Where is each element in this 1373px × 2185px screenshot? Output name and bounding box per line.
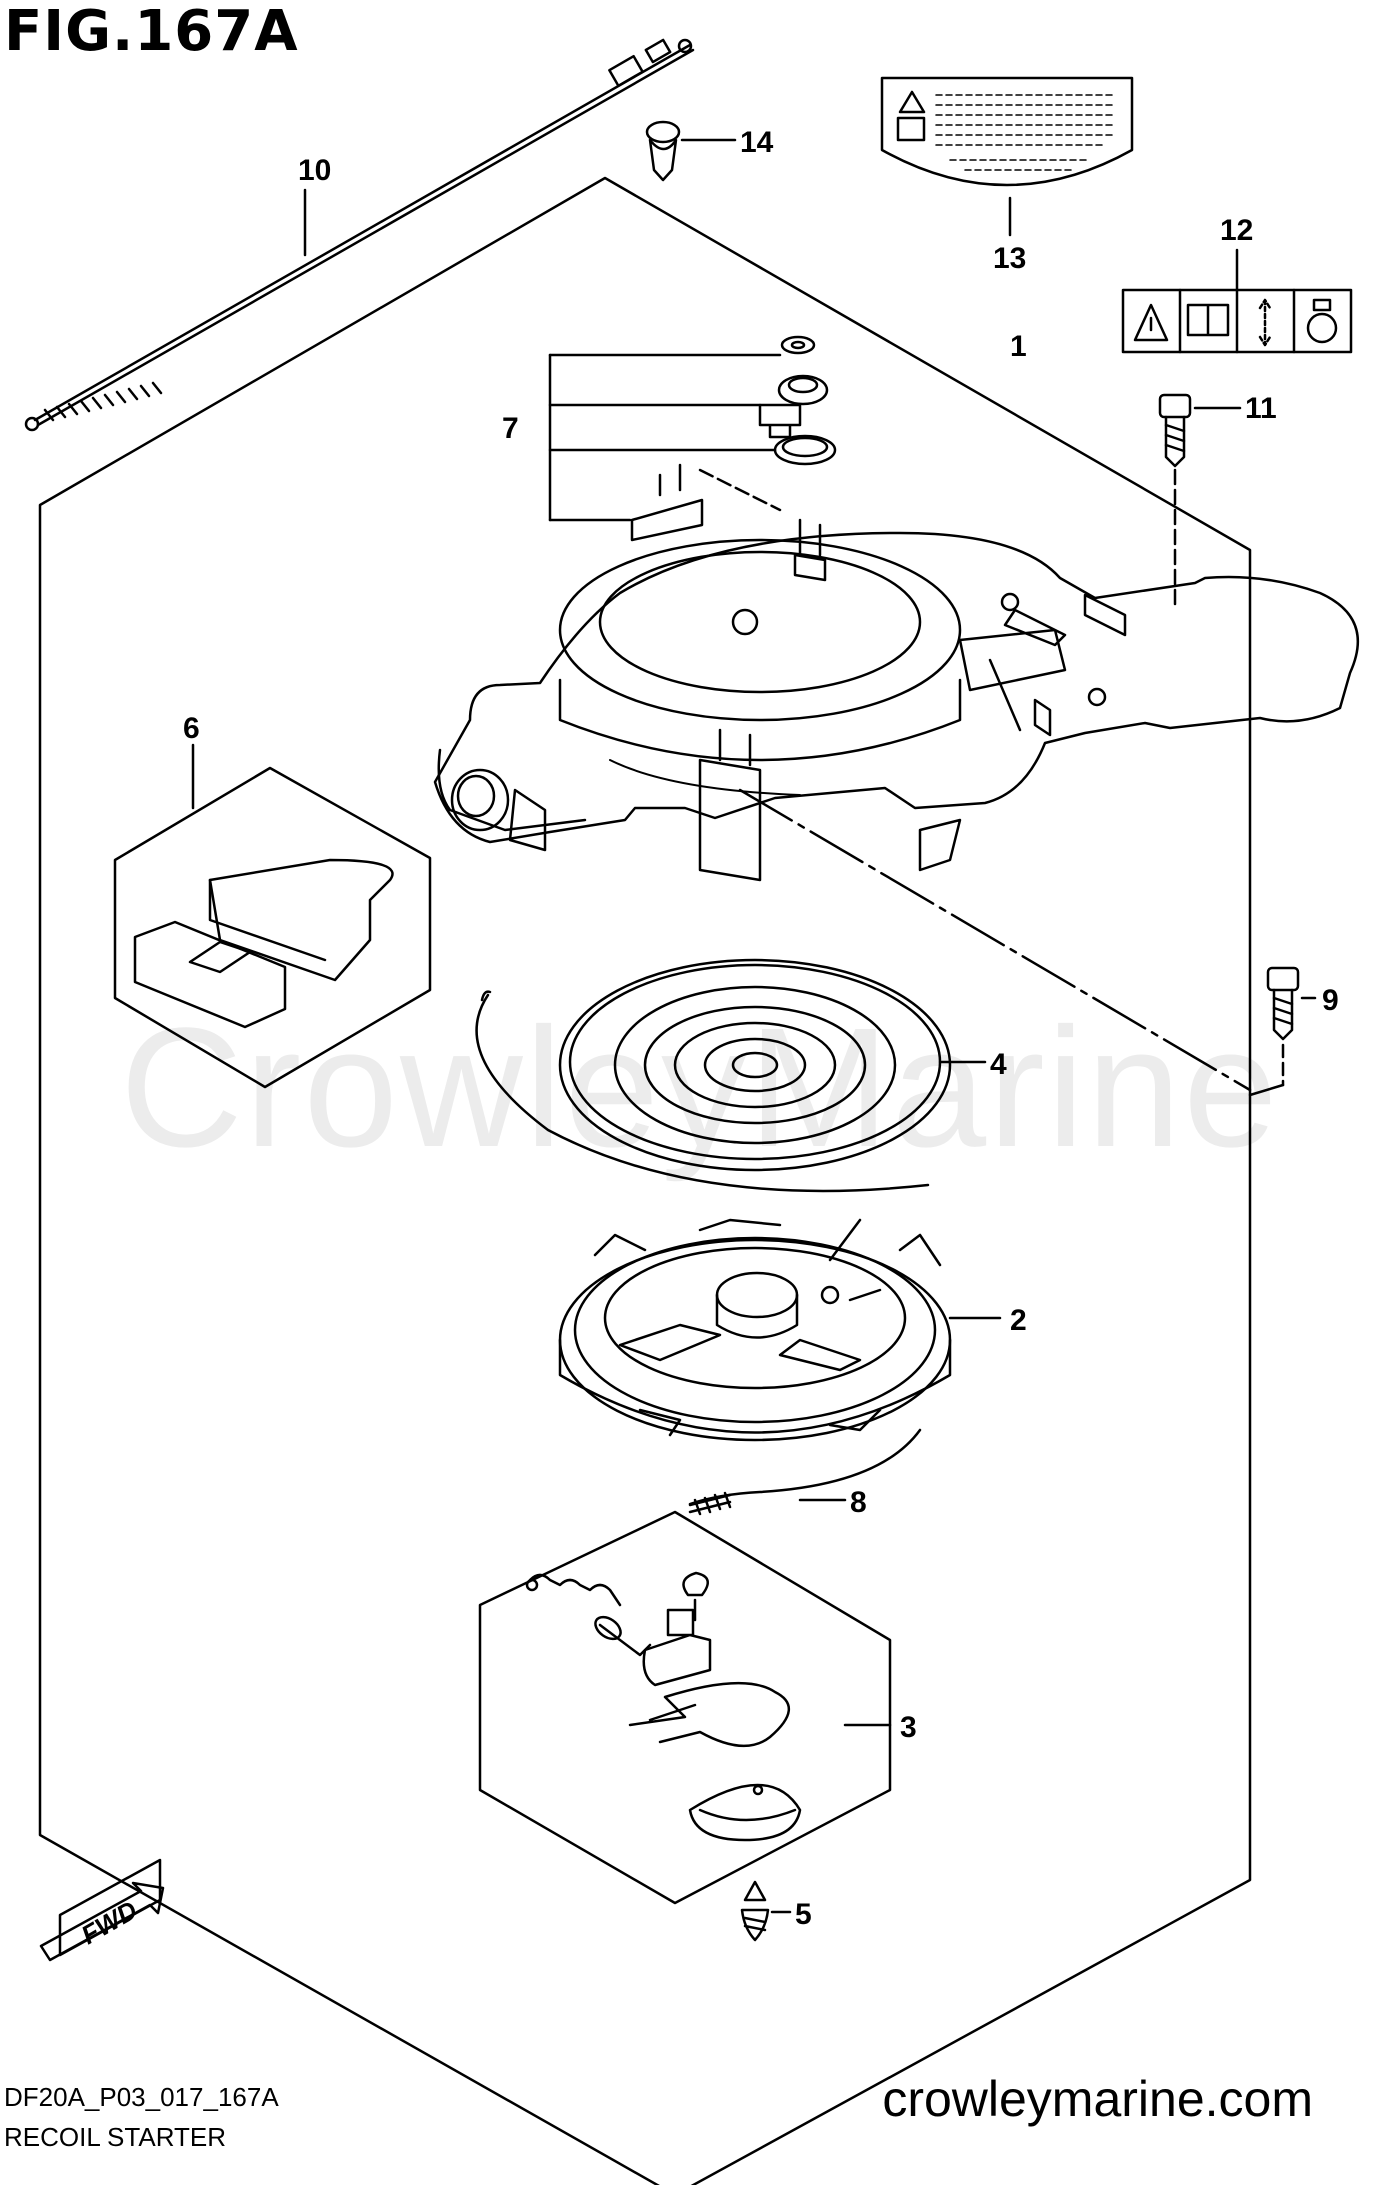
part-12-label (1121, 248, 1353, 354)
website-link[interactable]: crowleymarine.com (882, 2071, 1313, 2127)
part-10-cable (24, 38, 695, 432)
part-13-label (880, 76, 1134, 237)
callout-10: 10 (298, 154, 331, 187)
part-11-bolt (1158, 393, 1242, 612)
drawing-code: DF20A_P03_017_167A (4, 2082, 279, 2112)
callout-2: 2 (1010, 1304, 1027, 1337)
callout-12: 12 (1220, 214, 1253, 247)
fwd-arrow-icon (39, 1858, 165, 1962)
figure-title: FIG.167A (4, 0, 299, 64)
callout-6: 6 (183, 712, 200, 745)
part-7-group (548, 335, 837, 542)
part-5-screw (740, 1880, 792, 1942)
figure-name: RECOIL STARTER (4, 2122, 227, 2152)
callout-1: 1 (1010, 330, 1027, 363)
part-2-reel (558, 1218, 1002, 1442)
callout-8: 8 (850, 1486, 867, 1519)
callout-11: 11 (1245, 392, 1277, 425)
part-6-group (113, 743, 432, 1089)
assembly-outline (38, 176, 1252, 2185)
callout-5: 5 (795, 1898, 812, 1931)
callout-14: 14 (740, 126, 774, 159)
fwd-label: FWD (76, 1895, 142, 1951)
part-14-clip (645, 120, 737, 182)
callout-3: 3 (900, 1711, 917, 1744)
part-4-spring (475, 958, 987, 1193)
part-9-bolt (1248, 966, 1317, 1097)
callout-4: 4 (990, 1048, 1007, 1081)
part-1-case (433, 518, 1359, 882)
callout-7: 7 (502, 412, 519, 445)
part-8-rope (688, 1428, 922, 1516)
part-3-group (478, 1510, 892, 1905)
callout-13: 13 (993, 242, 1026, 275)
callout-9: 9 (1322, 984, 1339, 1017)
